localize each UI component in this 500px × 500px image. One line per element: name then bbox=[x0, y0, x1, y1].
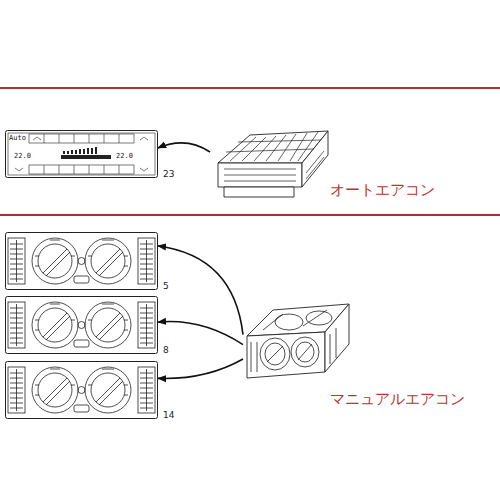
auto-ac-unit-drawing bbox=[210, 125, 332, 200]
callout-number: 5 bbox=[163, 282, 169, 291]
manual-ac-panel: 8 bbox=[5, 296, 158, 354]
divider-line bbox=[0, 87, 500, 89]
callout-number: 8 bbox=[163, 346, 169, 355]
display-text: Auto bbox=[9, 135, 26, 142]
manual-ac-panel: 14 bbox=[5, 361, 158, 419]
manual-ac-panel-drawing bbox=[5, 232, 158, 290]
manual-ac-unit-drawing bbox=[243, 296, 353, 386]
caption-label: マニュアルエアコン bbox=[330, 392, 465, 407]
manual-ac-panel: 5 bbox=[5, 232, 158, 290]
caption-label: オートエアコン bbox=[330, 183, 435, 198]
manual-ac-panel-drawing bbox=[5, 296, 158, 354]
curved-arrow bbox=[158, 359, 243, 379]
divider-line bbox=[0, 214, 500, 216]
auto-ac-unit: オートエアコン bbox=[210, 125, 332, 200]
manual-ac-unit: マニュアルエアコン bbox=[243, 296, 353, 386]
callout-number: 14 bbox=[163, 411, 174, 420]
curved-arrow bbox=[158, 143, 210, 152]
display-text: 22.0 bbox=[116, 153, 133, 160]
manual-ac-panel-drawing bbox=[5, 361, 158, 419]
display-text: 22.0 bbox=[14, 153, 31, 160]
callout-number: 23 bbox=[163, 170, 174, 179]
curved-arrow bbox=[158, 322, 243, 345]
